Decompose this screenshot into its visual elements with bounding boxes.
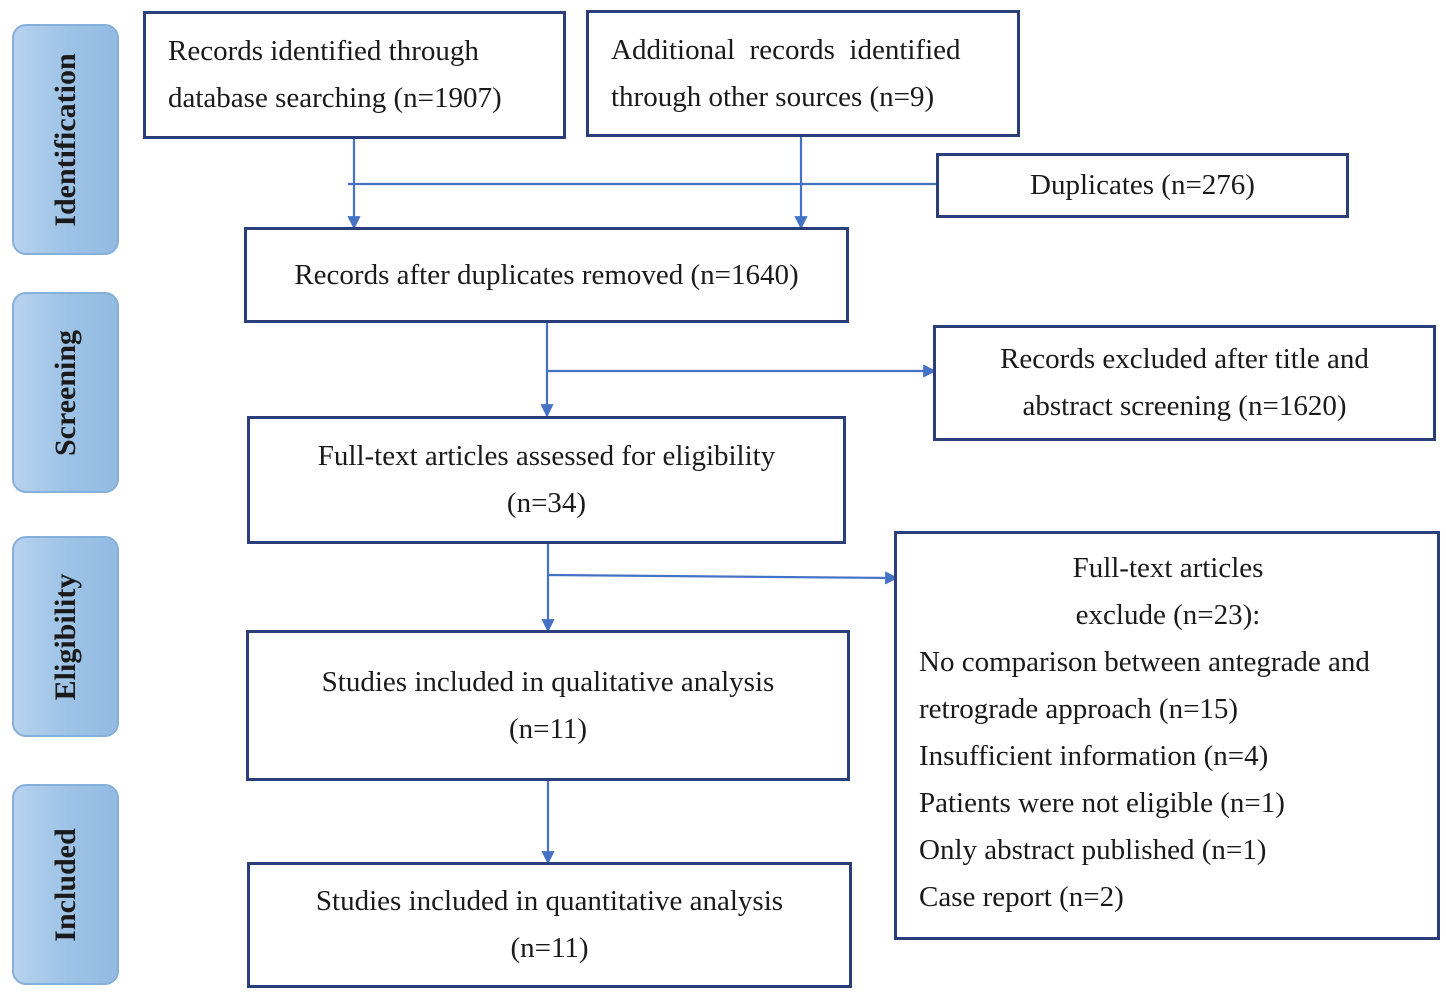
quantitative-line1: Studies included in quantitative analysi… bbox=[315, 885, 784, 917]
title-abstract-excluded-line1: Records excluded after title and bbox=[1000, 343, 1369, 375]
title-abstract-excluded-line2: abstract screening (n=1620) bbox=[1022, 390, 1347, 422]
quantitative-line2: (n=11) bbox=[510, 932, 589, 964]
exclusion-reason: Only abstract published (n=1) bbox=[919, 834, 1267, 866]
stage-screening-label: Screening bbox=[48, 329, 82, 456]
qualitative-line1: Studies included in qualitative analysis bbox=[321, 665, 775, 698]
exclusion-reason: retrograde approach (n=15) bbox=[919, 693, 1239, 725]
database-records-line2: database searching (n=1907) bbox=[168, 82, 502, 114]
stage-included: Included bbox=[12, 784, 119, 985]
stage-screening: Screening bbox=[12, 292, 119, 493]
after-duplicates-text: Records after duplicates removed (n=1640… bbox=[294, 258, 799, 291]
database-records-box: Records identified through database sear… bbox=[143, 11, 566, 139]
qualitative-line2: (n=11) bbox=[508, 712, 588, 745]
duplicates-text: Duplicates (n=276) bbox=[1030, 169, 1255, 201]
stage-eligibility-label: Eligibility bbox=[48, 573, 82, 700]
qualitative-box: Studies included in qualitative analysis… bbox=[246, 630, 850, 781]
exclusion-reason: Case report (n=2) bbox=[919, 881, 1124, 913]
arrow-to-fulltext-excluded bbox=[547, 571, 899, 585]
exclusion-reason: Patients were not eligible (n=1) bbox=[919, 787, 1285, 819]
quantitative-box: Studies included in quantitative analysi… bbox=[247, 862, 852, 988]
full-text-assessed-line1: Full-text articles assessed for eligibil… bbox=[317, 440, 776, 472]
duplicates-box: Duplicates (n=276) bbox=[936, 153, 1349, 218]
full-text-excluded-heading1: Full-text articles bbox=[1072, 552, 1264, 584]
stage-identification-label: Identification bbox=[48, 52, 82, 227]
after-duplicates-box: Records after duplicates removed (n=1640… bbox=[244, 227, 849, 323]
full-text-excluded-box: Full-text articles exclude (n=23): No co… bbox=[894, 531, 1440, 940]
full-text-excluded-heading2: exclude (n=23): bbox=[1075, 599, 1261, 631]
exclusion-reason: Insufficient information (n=4) bbox=[919, 740, 1269, 772]
stage-eligibility: Eligibility bbox=[12, 536, 119, 737]
stage-included-label: Included bbox=[48, 827, 82, 942]
title-abstract-excluded-box: Records excluded after title and abstrac… bbox=[933, 325, 1436, 441]
full-text-assessed-box: Full-text articles assessed for eligibil… bbox=[247, 416, 846, 544]
exclusion-reason: No comparison between antegrade and bbox=[919, 646, 1370, 678]
full-text-assessed-line2: (n=34) bbox=[506, 487, 587, 519]
other-sources-box: Additional records identified through ot… bbox=[586, 10, 1020, 137]
other-sources-line2: through other sources (n=9) bbox=[611, 80, 935, 113]
other-sources-line1: Additional records identified bbox=[611, 33, 961, 66]
database-records-line1: Records identified through bbox=[168, 35, 479, 67]
stage-identification: Identification bbox=[12, 24, 119, 255]
